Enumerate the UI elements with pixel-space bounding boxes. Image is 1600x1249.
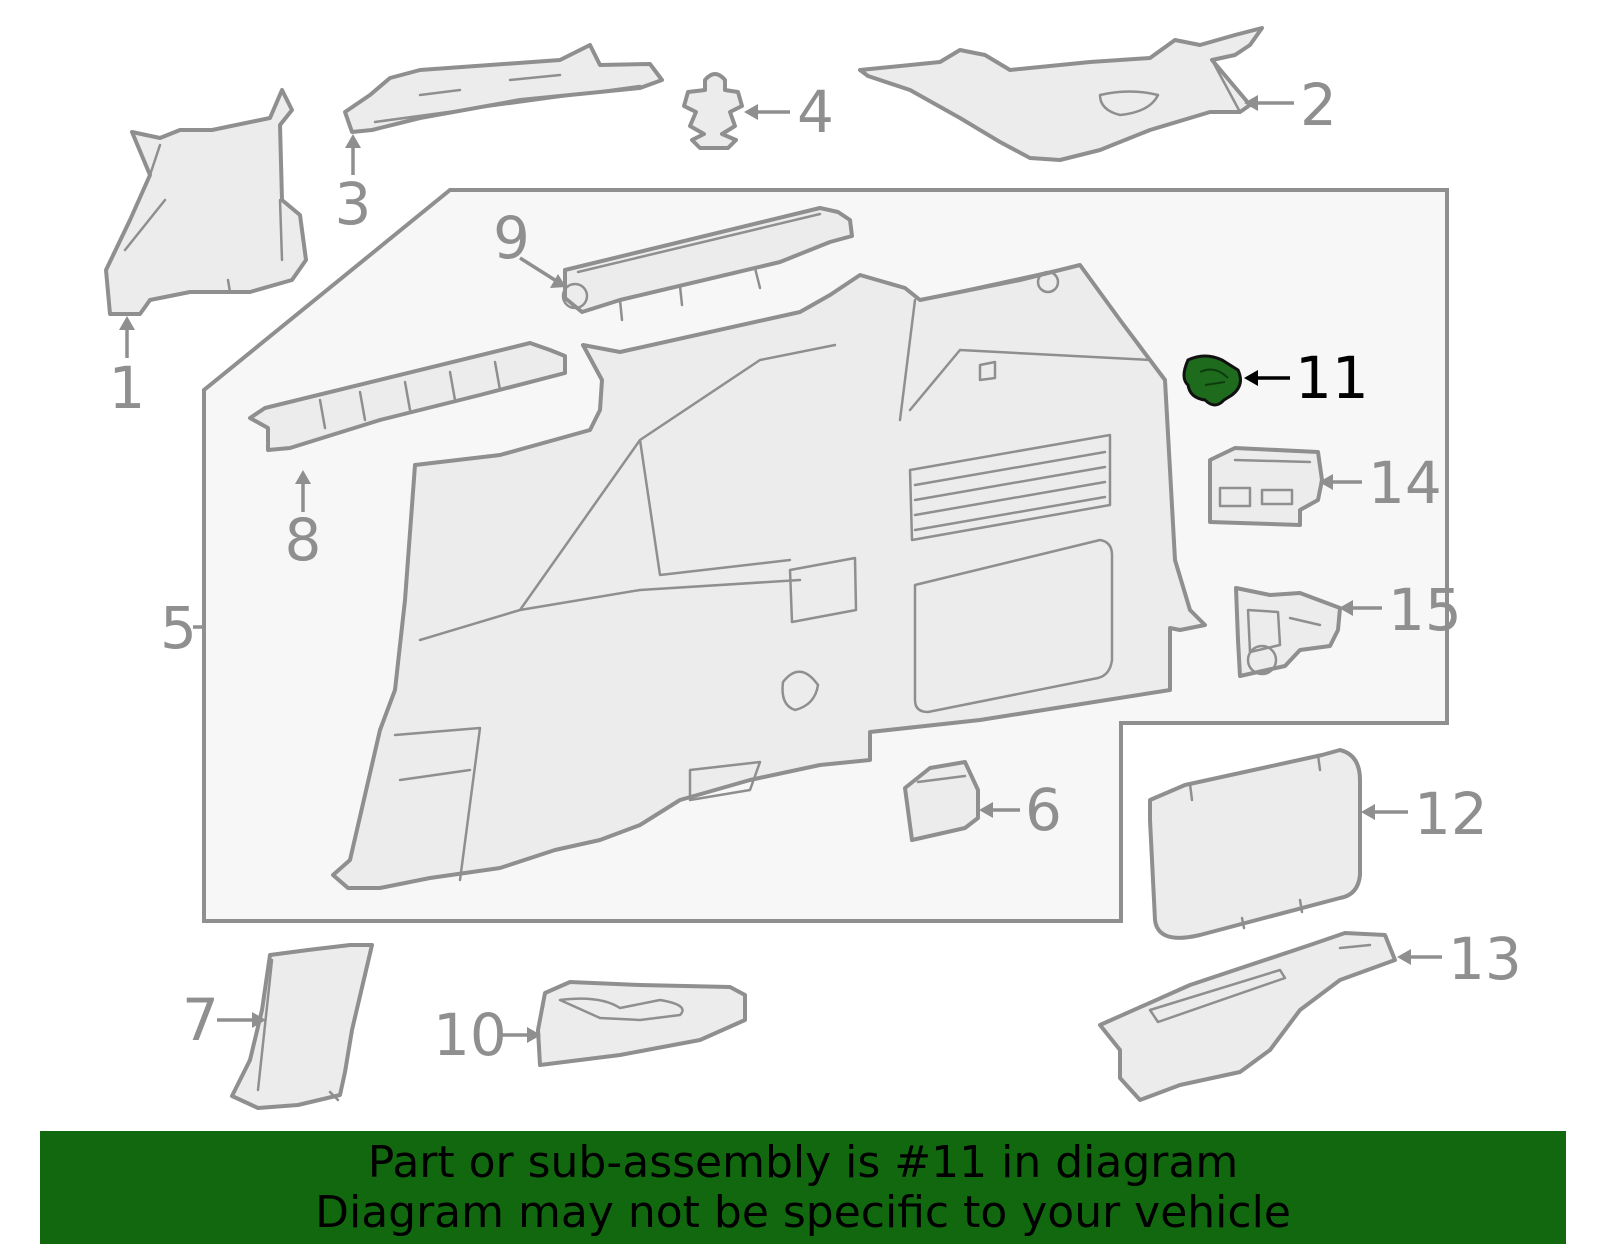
leader-8 <box>295 470 311 512</box>
callout-8: 8 <box>285 506 322 574</box>
callout-11: 11 <box>1295 344 1369 412</box>
callout-7: 7 <box>182 986 219 1054</box>
callout-12: 12 <box>1414 780 1488 848</box>
part-2[interactable] <box>858 26 1264 162</box>
leader-1 <box>119 316 135 358</box>
part-9[interactable] <box>561 206 854 322</box>
leader-2 <box>1244 95 1294 111</box>
part-8[interactable] <box>248 341 567 452</box>
callout-10: 10 <box>433 1001 507 1069</box>
part-6[interactable] <box>903 760 980 842</box>
leader-12 <box>1361 804 1408 820</box>
callout-5: 5 <box>160 594 197 662</box>
callout-2: 2 <box>1300 71 1337 139</box>
leader-7 <box>217 1012 266 1028</box>
part-11[interactable] <box>1182 354 1242 407</box>
callout-4: 4 <box>797 78 834 146</box>
leader-9 <box>519 256 566 288</box>
leader-11 <box>1244 370 1290 386</box>
leader-6 <box>979 802 1020 818</box>
part-3[interactable] <box>343 43 664 134</box>
part-4[interactable] <box>682 72 744 150</box>
part-5[interactable] <box>331 263 1207 890</box>
leader-14 <box>1319 474 1362 490</box>
callout-9: 9 <box>493 204 530 272</box>
part-10[interactable] <box>536 980 747 1067</box>
part-12[interactable] <box>1148 748 1362 940</box>
leader-13 <box>1397 949 1442 965</box>
part-7[interactable] <box>230 943 374 1110</box>
part-14[interactable] <box>1208 446 1324 527</box>
leader-10 <box>500 1027 541 1043</box>
callout-6: 6 <box>1025 776 1062 844</box>
callout-13: 13 <box>1448 925 1522 993</box>
banner-line-1: Part or sub-assembly is #11 in diagram <box>367 1136 1239 1188</box>
part-13[interactable] <box>1098 931 1397 1102</box>
callout-3: 3 <box>335 170 372 238</box>
callout-14: 14 <box>1368 449 1442 517</box>
info-banner: Part or sub-assembly is #11 in diagram D… <box>40 1131 1566 1244</box>
part-15[interactable] <box>1234 586 1342 678</box>
part-1[interactable] <box>104 88 308 316</box>
leader-3 <box>345 134 361 175</box>
parts-diagram: 1 2 3 4 5 6 7 8 9 10 11 12 13 14 15 <box>104 26 1522 1110</box>
banner-line-2: Diagram may not be specific to your vehi… <box>315 1186 1291 1238</box>
callout-1: 1 <box>109 354 146 422</box>
callout-15: 15 <box>1388 576 1462 644</box>
leader-4 <box>744 104 790 120</box>
leader-15 <box>1339 600 1382 616</box>
